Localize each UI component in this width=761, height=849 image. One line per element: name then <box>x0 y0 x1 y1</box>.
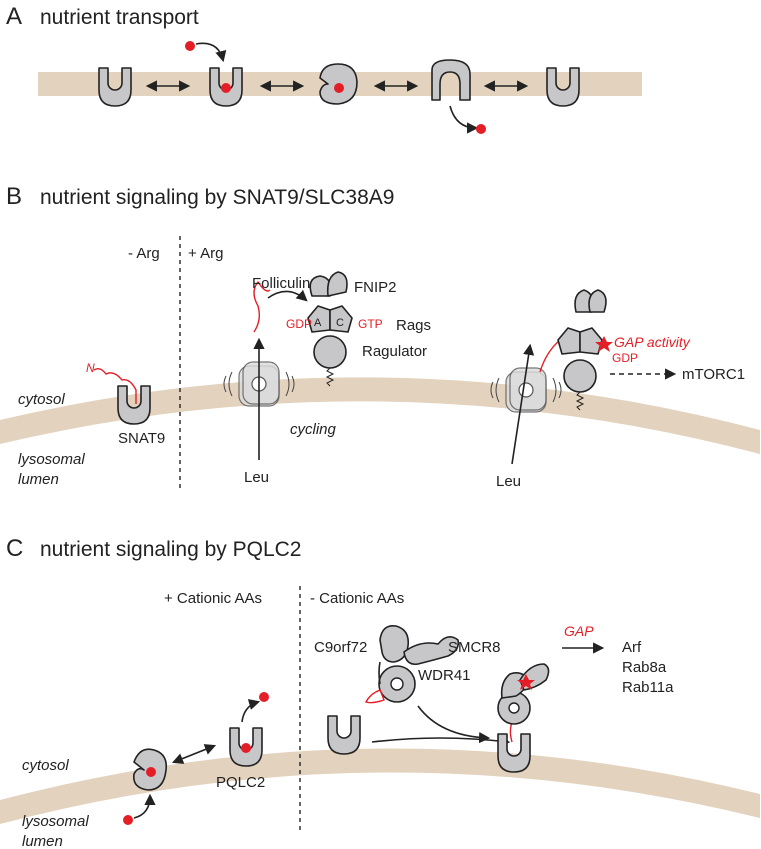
pqlc2-bound-transporter <box>497 733 531 773</box>
cycling-label: cycling <box>290 421 337 438</box>
fnip2-label: FNIP2 <box>354 279 397 296</box>
cationic-aa-bound-2 <box>241 743 251 753</box>
gap-star-c <box>517 674 535 690</box>
snat9-n-terminus <box>93 367 137 404</box>
substrate-entry-arrow <box>195 42 227 63</box>
rags-label: Rags <box>396 317 431 334</box>
c9orf72-linker <box>378 661 381 685</box>
cycling-transporter-2 <box>490 367 562 413</box>
cytosol-label-c: cytosol <box>22 757 69 774</box>
smcr8-label: SMCR8 <box>448 639 501 656</box>
n-terminus-label: N <box>86 361 95 375</box>
substrate-occluded <box>334 83 344 93</box>
minus-arg-label: - Arg <box>128 245 160 262</box>
panel-b-title: nutrient signaling by SNAT9/SLC38A9 <box>40 186 394 209</box>
minus-cationic-label: - Cationic AAs <box>310 590 404 607</box>
cationic-aa-released <box>259 692 269 702</box>
cytosol-label-b: cytosol <box>18 391 65 408</box>
transporter-open-lumen <box>431 59 471 101</box>
lysosomal-label-b: lysosomal <box>18 451 85 468</box>
n-terminus-cycling-1 <box>253 280 271 333</box>
gap-star-b <box>595 336 613 352</box>
pqlc2-transporter-free <box>327 715 361 755</box>
wdr41-pqlc2-binding-loop <box>365 689 385 704</box>
rag-a-protein-2 <box>557 327 581 355</box>
panel-a-title: nutrient transport <box>40 6 199 29</box>
fnip2-protein-2 <box>588 289 607 313</box>
ragulator-protein-2 <box>563 359 597 393</box>
lumen-label-b: lumen <box>18 471 59 488</box>
cationic-aa-entry-arrow <box>133 793 156 819</box>
plus-cationic-label: + Cationic AAs <box>164 590 262 607</box>
target-arf: Arf <box>622 639 642 656</box>
panel-a-letter: A <box>6 3 22 30</box>
pqlc2-equilibrium-arrow <box>171 744 217 764</box>
rag-c-letter: C <box>336 317 344 329</box>
target-rab8a: Rab8a <box>622 659 667 676</box>
smcr8-protein <box>403 636 460 666</box>
gtp-label: GTP <box>358 317 383 331</box>
rag-c-protein <box>329 305 353 333</box>
cationic-aa-lumen <box>123 815 133 825</box>
wdr41-label: WDR41 <box>418 667 471 684</box>
rag-a-letter: A <box>314 317 322 329</box>
membrane-b <box>0 377 760 454</box>
panel-c-letter: C <box>6 535 23 562</box>
substrate-exit-arrow <box>449 105 479 134</box>
recruitment-arrow <box>371 735 511 747</box>
gap-label: GAP <box>564 623 594 639</box>
substrate-free <box>185 41 195 51</box>
panel-c: C nutrient signaling by PQLC2 + Cationic… <box>0 535 760 849</box>
target-rab11a: Rab11a <box>622 679 674 696</box>
substrate-bound <box>221 83 231 93</box>
cationic-aa-exit-arrow <box>241 699 261 723</box>
plus-arg-label: + Arg <box>188 245 223 262</box>
ragulator-anchor-2 <box>575 391 585 411</box>
substrate-released <box>476 124 486 134</box>
complex-recruitment-arrow <box>417 705 491 744</box>
panel-b-letter: B <box>6 183 22 210</box>
folliculin-label: Folliculin <box>252 275 310 292</box>
lumen-label-c: lumen <box>22 833 63 849</box>
c9orf72-label: C9orf72 <box>314 639 367 656</box>
leu-arrow-2 <box>511 343 535 465</box>
membrane-c <box>0 748 760 824</box>
leu-label-1: Leu <box>244 469 269 486</box>
mtorc1-label: mTORC1 <box>682 366 745 383</box>
panel-c-title: nutrient signaling by PQLC2 <box>40 538 302 561</box>
fnip2-protein <box>326 271 348 297</box>
ragulator-label: Ragulator <box>362 343 427 360</box>
ragulator-anchor <box>325 367 335 387</box>
panel-b: B nutrient signaling by SNAT9/SLC38A9 - … <box>0 183 760 490</box>
cationic-aa-bound <box>146 767 156 777</box>
folliculin-arrow <box>267 289 308 302</box>
snat9-label: SNAT9 <box>118 430 165 447</box>
panel-a: A nutrient transport <box>6 3 642 134</box>
gdp-label: GDP <box>286 317 312 331</box>
gap-activity-label: GAP activity <box>614 334 691 350</box>
c9orf72-protein <box>379 624 410 663</box>
gdp-label-2: GDP <box>612 351 638 365</box>
leu-label-2: Leu <box>496 473 521 490</box>
pqlc2-label: PQLC2 <box>216 774 265 791</box>
lysosomal-label-c: lysosomal <box>22 813 89 830</box>
ragulator-protein <box>313 335 347 369</box>
